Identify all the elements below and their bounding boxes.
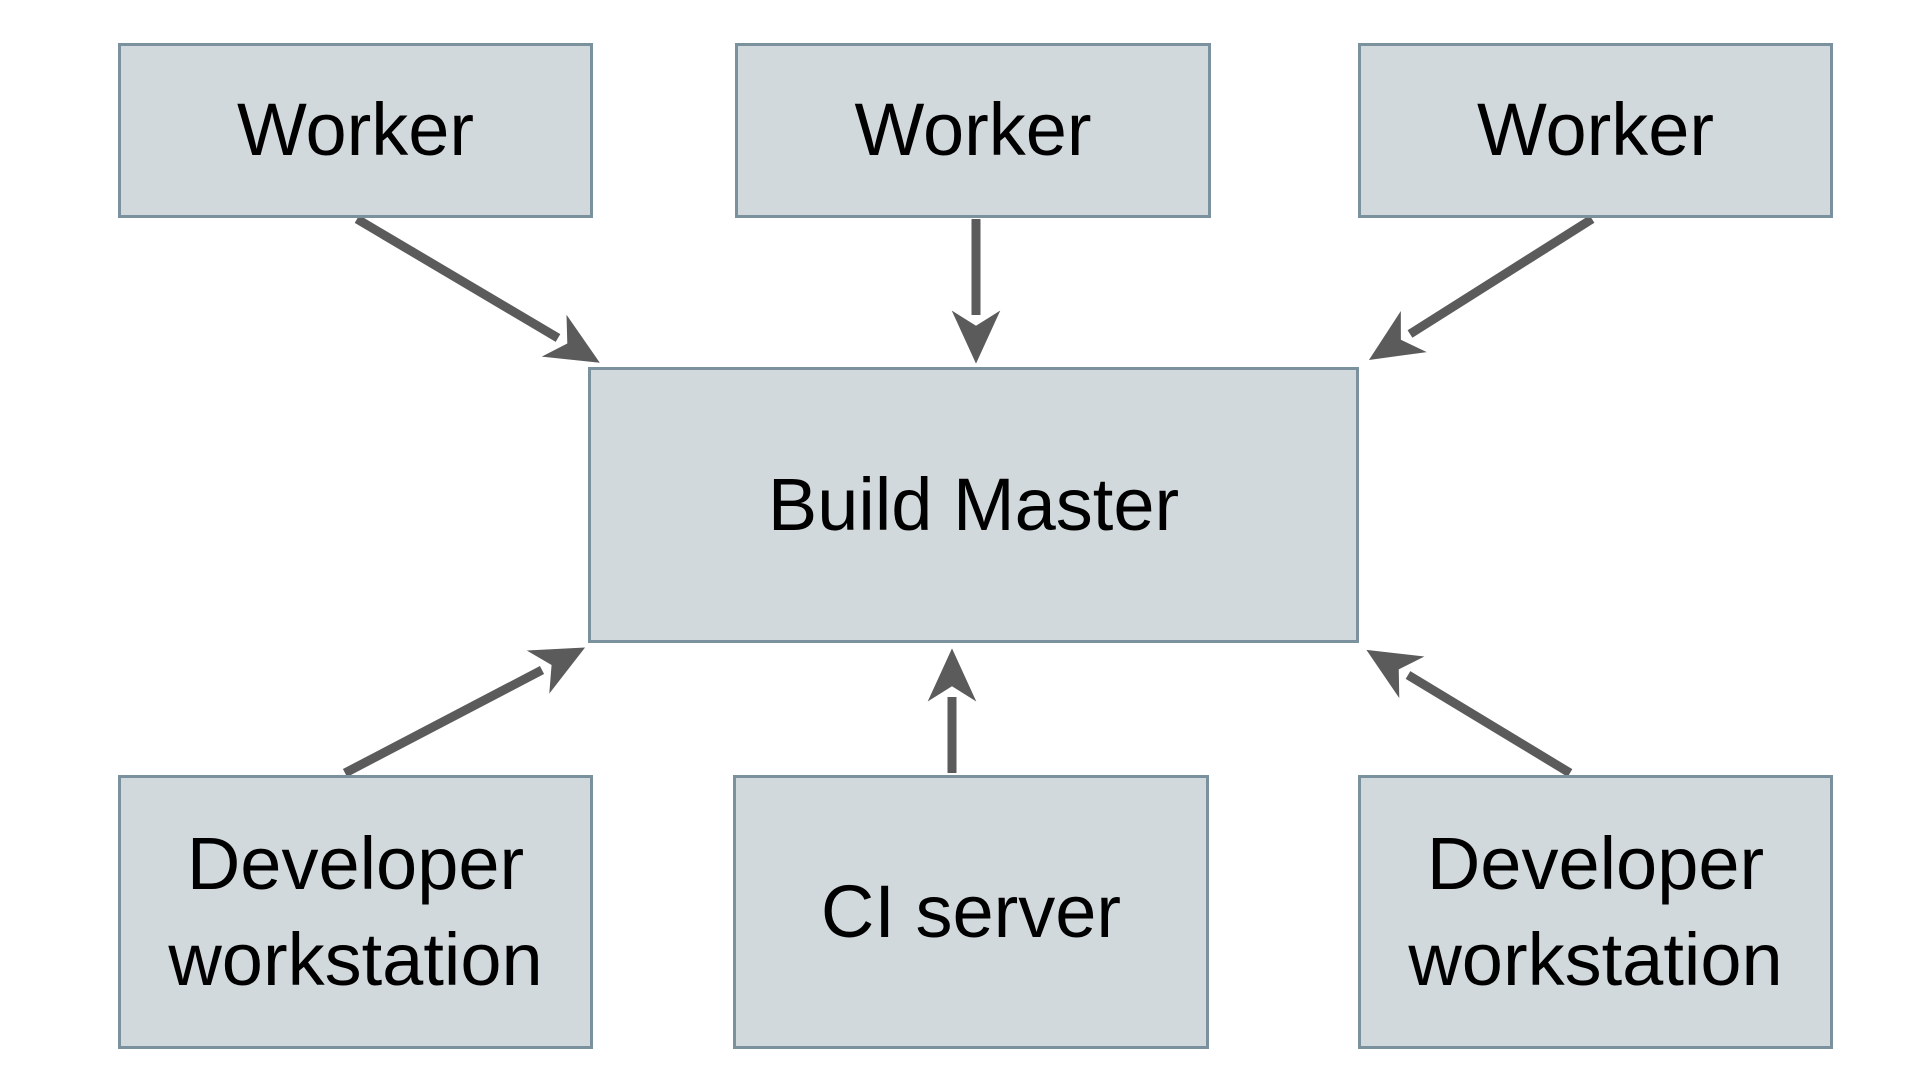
node-dev-workstation-2: Developer workstation bbox=[1358, 775, 1833, 1049]
node-worker-2-label: Worker bbox=[854, 88, 1092, 172]
arrow-worker-1-to-build-master bbox=[354, 215, 600, 363]
arrow-dev-workstation-1-to-build-master bbox=[342, 647, 586, 777]
node-ci-server: CI server bbox=[733, 775, 1209, 1049]
node-dev-workstation-1: Developer workstation bbox=[118, 775, 593, 1049]
node-ci-server-label: CI server bbox=[820, 869, 1122, 953]
arrow-dev-workstation-2-to-build-master bbox=[1366, 649, 1573, 777]
node-dev-workstation-2-label: Developer workstation bbox=[1408, 821, 1783, 1001]
node-worker-3: Worker bbox=[1358, 43, 1833, 218]
arrow-worker-3-to-build-master bbox=[1368, 215, 1595, 360]
node-worker-1-label: Worker bbox=[236, 88, 475, 172]
node-build-master: Build Master bbox=[588, 367, 1359, 643]
node-worker-2: Worker bbox=[735, 43, 1211, 218]
node-worker-3-label: Worker bbox=[1476, 88, 1715, 172]
node-worker-1: Worker bbox=[118, 43, 593, 218]
node-build-master-label: Build Master bbox=[767, 462, 1180, 546]
node-dev-workstation-1-label: Developer workstation bbox=[168, 821, 543, 1001]
